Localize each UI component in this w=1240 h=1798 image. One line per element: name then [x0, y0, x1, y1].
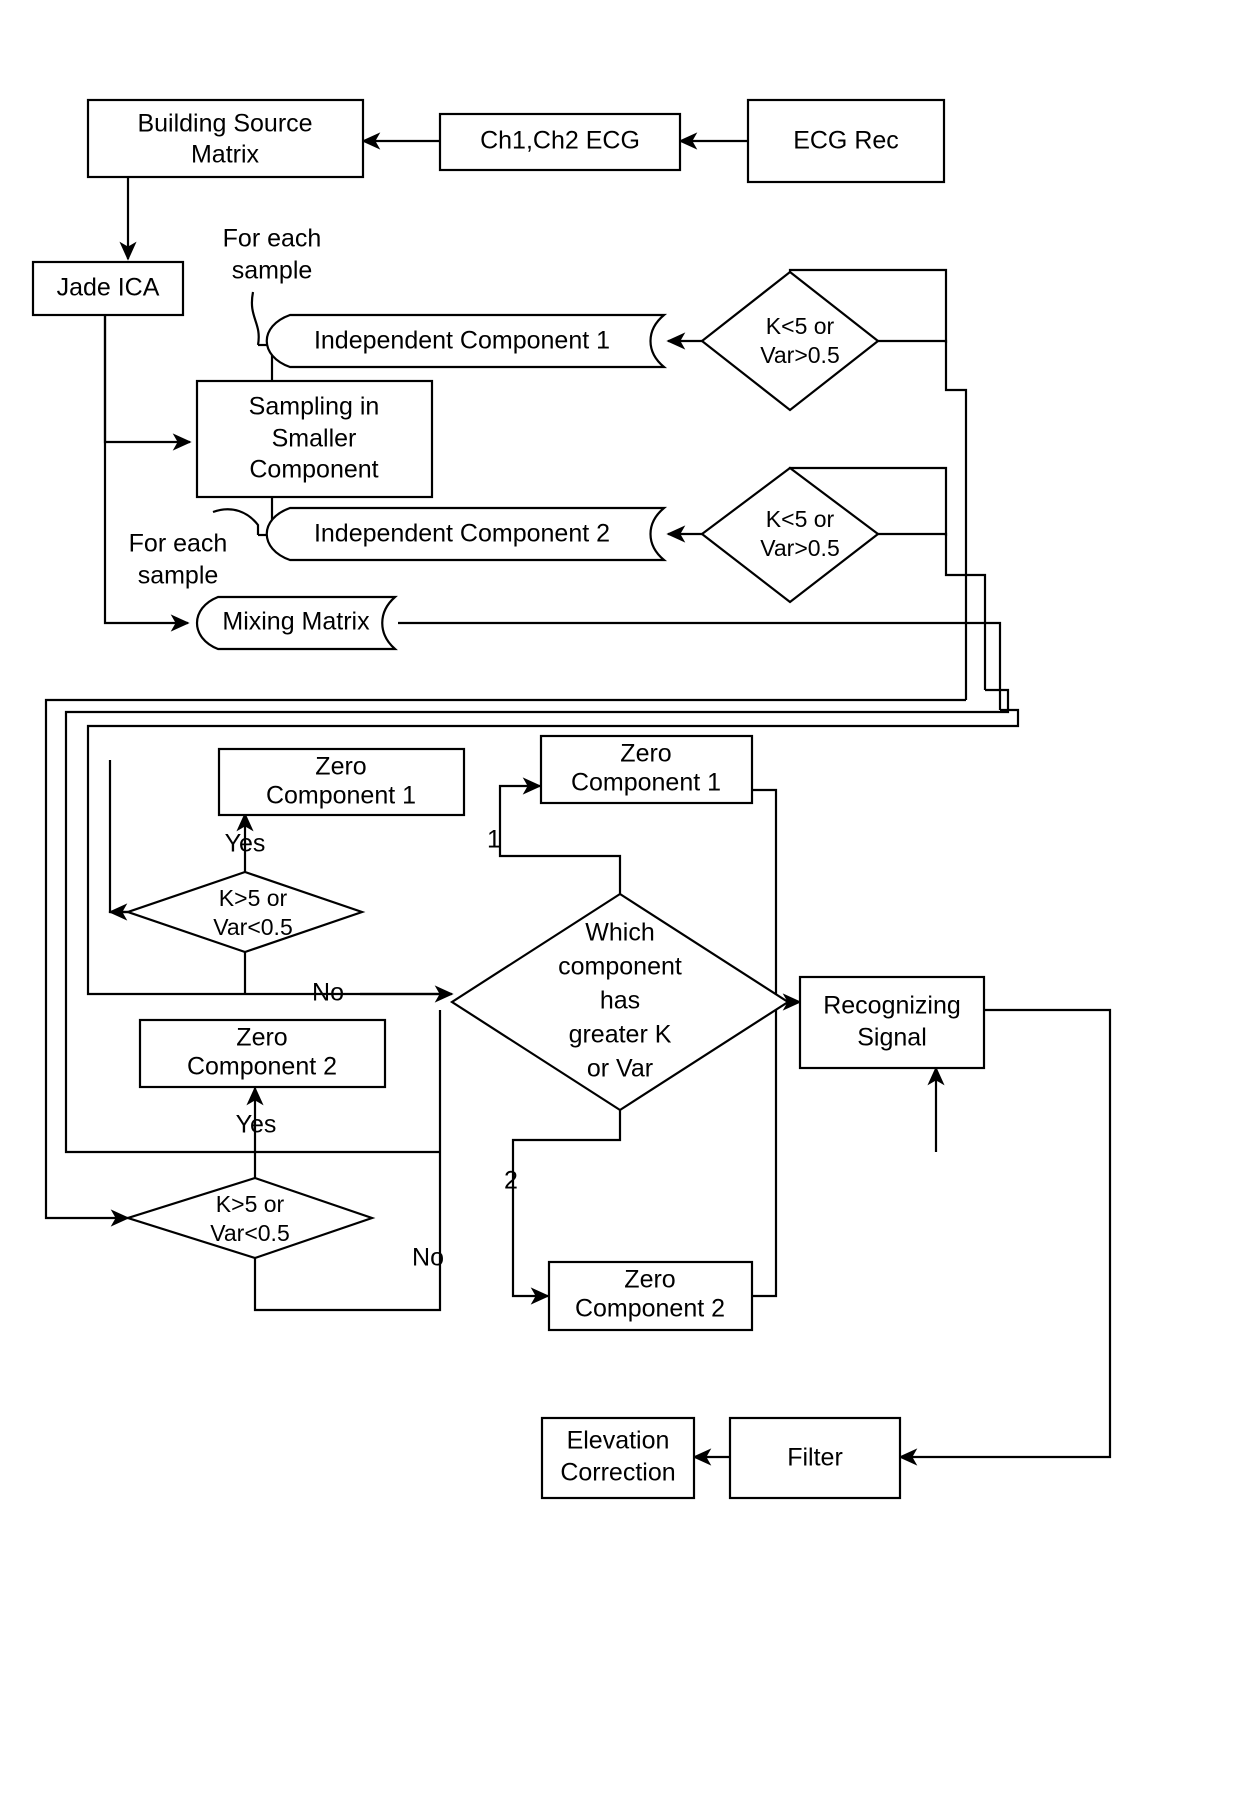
node-jade-ica[interactable]: Jade ICA [31, 260, 185, 317]
node-recognizing-signal-line1: Recognizing [823, 992, 961, 1020]
edge-decisionbottom-no [253, 1010, 442, 1312]
node-zero-component-2-bottom-line1: Zero [624, 1266, 675, 1294]
node-decision-ic2-line1: K<5 or [766, 506, 835, 532]
node-elevation-correction-line2: Correction [560, 1459, 675, 1487]
node-which-component-line3: has [600, 987, 640, 1015]
node-which-component-line5: or Var [587, 1055, 653, 1083]
node-mixing-matrix[interactable]: Mixing Matrix [195, 595, 398, 651]
edge-label-branch-1: 1 [487, 826, 501, 854]
rail-middle [64, 688, 1010, 1154]
node-decision-k-gt5-bottom-line2: Var<0.5 [210, 1220, 290, 1246]
node-elevation-correction[interactable]: Elevation Correction [540, 1416, 696, 1500]
rail-zerocomp2bottom-up [752, 1152, 778, 1298]
node-independent-component-1[interactable]: Independent Component 1 [265, 313, 668, 369]
node-zero-component-1-right-line1: Zero [620, 740, 671, 768]
edge-label-yes-bottom: Yes [236, 1111, 277, 1139]
node-building-source-matrix-line1: Building Source [137, 110, 312, 138]
edge-jadeica-to-mixingmatrix [103, 315, 190, 632]
node-sampling-line2: Smaller [272, 425, 357, 453]
leader-foreach-top [250, 291, 260, 346]
node-decision-k-gt5-bottom[interactable]: K>5 or Var<0.5 [124, 1176, 376, 1260]
node-zero-component-2-bottom[interactable]: Zero Component 2 [547, 1260, 754, 1332]
node-zero-component-2-bottom-line2: Component 2 [575, 1295, 725, 1323]
annotation-for-each-sample-bottom-line1: For each [129, 530, 228, 558]
node-which-component-line1: Which [585, 919, 654, 947]
edge-which-branch1-to-zerocomp1right [498, 777, 622, 894]
node-decision-k-gt5-bottom-line1: K>5 or [216, 1191, 285, 1217]
node-independent-component-2-label: Independent Component 2 [314, 520, 610, 548]
node-filter-label: Filter [787, 1444, 843, 1472]
edge-which-branch2-to-zerocomp2bottom [511, 1110, 622, 1305]
edge-decision2-right-rail [878, 532, 987, 690]
node-jade-ica-label: Jade ICA [57, 274, 160, 302]
node-sampling-smaller-component[interactable]: Sampling in Smaller Component [195, 379, 434, 499]
node-decision-ic1-line2: Var>0.5 [760, 342, 840, 368]
edge-label-no-bottom: No [412, 1244, 444, 1272]
node-decision-k-gt5-top-line2: Var<0.5 [213, 914, 293, 940]
node-zero-component-1-left[interactable]: Zero Component 1 [217, 747, 466, 817]
node-independent-component-2[interactable]: Independent Component 2 [265, 506, 668, 562]
node-decision-which-component[interactable]: Which component has greater K or Var [449, 892, 791, 1112]
edge-mixingmatrix-rail [398, 621, 1002, 710]
rail-outer-to-decision-bottom [44, 698, 966, 1227]
edge-recognizing-to-filter [898, 1008, 1112, 1466]
node-ecg-rec[interactable]: ECG Rec [746, 98, 946, 184]
node-sampling-line3: Component [249, 456, 378, 484]
node-mixing-matrix-label: Mixing Matrix [222, 608, 370, 636]
node-ecg-rec-label: ECG Rec [793, 127, 899, 155]
node-zero-component-1-left-line1: Zero [315, 753, 366, 781]
node-which-component-line2: component [558, 953, 682, 981]
node-which-component-line4: greater K [569, 1021, 672, 1049]
node-zero-component-1-right[interactable]: Zero Component 1 [539, 734, 754, 805]
node-ch1-ch2-ecg-label: Ch1,Ch2 ECG [480, 127, 640, 155]
edge-jadeica-to-sampling [103, 315, 192, 451]
node-zero-component-2-left-line1: Zero [236, 1024, 287, 1052]
node-ch1-ch2-ecg[interactable]: Ch1,Ch2 ECG [438, 112, 682, 172]
node-decision-ic1[interactable]: K<5 or Var>0.5 [700, 270, 880, 412]
node-decision-ic2-line2: Var>0.5 [760, 535, 840, 561]
edge-decision1-right-rail [878, 339, 968, 700]
edge-label-no-middle: No [312, 979, 344, 1007]
annotation-for-each-sample-top-line2: sample [232, 257, 313, 285]
edge-decisiontop-left-rail [108, 760, 128, 914]
edge-label-branch-2: 2 [504, 1167, 518, 1195]
node-decision-ic2[interactable]: K<5 or Var>0.5 [700, 466, 880, 604]
node-building-source-matrix[interactable]: Building Source Matrix [86, 98, 365, 179]
node-recognizing-signal[interactable]: Recognizing Signal [798, 975, 986, 1070]
node-elevation-correction-line1: Elevation [567, 1427, 670, 1455]
node-recognizing-signal-line2: Signal [857, 1024, 927, 1052]
node-sampling-line1: Sampling in [249, 393, 380, 421]
node-filter[interactable]: Filter [728, 1416, 902, 1500]
node-zero-component-1-right-line2: Component 1 [571, 769, 721, 797]
node-zero-component-2-left[interactable]: Zero Component 2 [138, 1018, 387, 1089]
node-building-source-matrix-line2: Matrix [191, 141, 260, 169]
leader-foreach-bottom [212, 508, 260, 535]
node-decision-ic1-line1: K<5 or [766, 313, 835, 339]
rail-zerocomp1right-down [752, 788, 778, 1152]
node-zero-component-1-left-line2: Component 1 [266, 782, 416, 810]
edge-label-yes-top: Yes [225, 830, 266, 858]
annotation-for-each-sample-top-line1: For each [223, 225, 322, 253]
rail-inner [86, 708, 1020, 996]
node-decision-k-gt5-top-line1: K>5 or [219, 885, 288, 911]
annotation-for-each-sample-bottom-line2: sample [138, 562, 219, 590]
node-independent-component-1-label: Independent Component 1 [314, 327, 610, 355]
node-zero-component-2-left-line2: Component 2 [187, 1053, 337, 1081]
node-decision-k-gt5-top[interactable]: K>5 or Var<0.5 [124, 870, 366, 954]
